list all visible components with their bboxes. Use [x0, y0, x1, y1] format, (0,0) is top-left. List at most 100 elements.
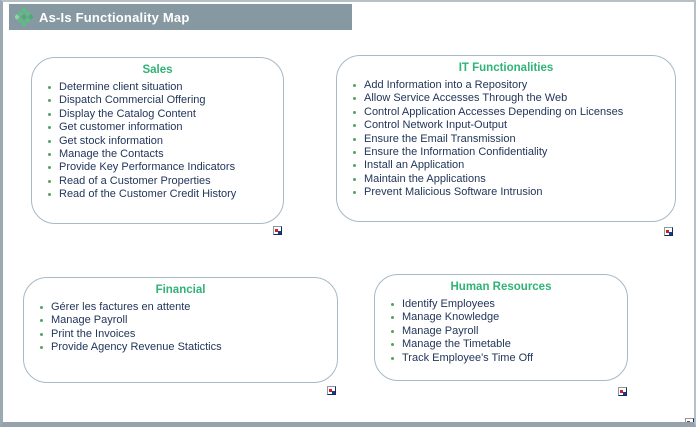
- item-label: Read of a Customer Properties: [59, 174, 211, 187]
- list-item[interactable]: Identify Employees: [389, 298, 617, 311]
- list-item[interactable]: Track Employee's Time Off: [389, 352, 617, 365]
- item-label: Manage Payroll: [51, 314, 128, 327]
- human-resources-box-title: Human Resources: [450, 281, 552, 293]
- item-label: Prevent Malicious Software Intrusion: [364, 186, 543, 199]
- bullet-icon: [353, 177, 356, 181]
- list-item[interactable]: Install an Application: [351, 159, 665, 172]
- bullet-icon: [48, 166, 51, 170]
- bullet-icon: [353, 84, 356, 87]
- item-label: Add Information into a Repository: [364, 79, 528, 91]
- list-item[interactable]: Ensure the Information Confidentiality: [351, 146, 665, 159]
- item-label: Get customer information: [59, 121, 183, 134]
- diagram-title: As-Is Functionality Map: [39, 9, 190, 25]
- human-resources-marker-icon[interactable]: [618, 387, 627, 396]
- bullet-icon: [48, 153, 51, 157]
- bullet-icon: [48, 112, 51, 116]
- item-label: Manage the Contacts: [59, 148, 164, 161]
- financial-box-title: Financial: [155, 284, 206, 296]
- list-item[interactable]: Manage Payroll: [389, 325, 617, 338]
- canvas-marker-icon[interactable]: [685, 418, 694, 422]
- list-item[interactable]: Manage the Contacts: [46, 148, 273, 161]
- item-label: Determine client situation: [59, 81, 183, 93]
- item-label: Control Application Accesses Depending o…: [364, 105, 624, 118]
- bullet-icon: [391, 356, 394, 360]
- list-item[interactable]: Allow Service Accesses Through the Web: [351, 92, 665, 105]
- item-label: Manage the Timetable: [402, 338, 511, 351]
- bullet-icon: [48, 86, 51, 89]
- bullet-icon: [48, 193, 51, 197]
- item-label: Provide Key Performance Indicators: [59, 161, 236, 174]
- item-label: Read of the Customer Credit History: [59, 188, 237, 201]
- item-label: Manage Knowledge: [402, 311, 500, 324]
- diagram-title-bar: As-Is Functionality Map: [9, 4, 352, 30]
- item-label: Manage Payroll: [402, 324, 479, 337]
- item-label: Maintain the Applications: [364, 172, 486, 185]
- item-label: Ensure the Email Transmission: [364, 132, 516, 145]
- list-item[interactable]: Determine client situation: [46, 81, 273, 94]
- financial-marker-icon[interactable]: [327, 386, 336, 395]
- list-item[interactable]: Read of the Customer Credit History: [46, 188, 273, 201]
- bullet-icon: [48, 179, 51, 183]
- item-label: Install an Application: [364, 159, 465, 172]
- list-item[interactable]: Dispatch Commercial Offering: [46, 94, 273, 107]
- list-item[interactable]: Ensure the Email Transmission: [351, 133, 665, 146]
- bullet-icon: [40, 332, 43, 336]
- item-label: Gérer les factures en attente: [51, 301, 191, 313]
- sales-marker-icon[interactable]: [273, 226, 282, 235]
- list-item[interactable]: Provide Agency Revenue Statictics: [38, 341, 327, 354]
- bullet-icon: [40, 319, 43, 323]
- bullet-icon: [353, 124, 356, 128]
- it-functionalities-box[interactable]: IT Functionalities Add Information into …: [336, 55, 676, 222]
- bullet-icon: [48, 139, 51, 143]
- item-label: Get stock information: [59, 134, 163, 147]
- list-item[interactable]: Read of a Customer Properties: [46, 175, 273, 188]
- bullet-icon: [391, 316, 394, 320]
- item-label: Print the Invoices: [51, 327, 136, 340]
- bullet-icon: [391, 343, 394, 347]
- bullet-icon: [48, 126, 51, 130]
- list-item[interactable]: Gérer les factures en attente: [38, 301, 327, 314]
- list-item[interactable]: Prevent Malicious Software Intrusion: [351, 186, 665, 199]
- item-label: Identify Employees: [402, 298, 495, 310]
- list-item[interactable]: Manage Knowledge: [389, 311, 617, 324]
- list-item[interactable]: Get customer information: [46, 121, 273, 134]
- bullet-icon: [353, 110, 356, 114]
- bullet-icon: [48, 99, 51, 103]
- bullet-icon: [391, 303, 394, 306]
- list-item[interactable]: Maintain the Applications: [351, 173, 665, 186]
- bullet-icon: [353, 151, 356, 155]
- item-label: Allow Service Accesses Through the Web: [364, 92, 568, 105]
- bullet-icon: [353, 164, 356, 168]
- bullet-icon: [353, 137, 356, 141]
- bullet-icon: [353, 97, 356, 101]
- list-item[interactable]: Display the Catalog Content: [46, 108, 273, 121]
- list-item[interactable]: Control Network Input-Output: [351, 119, 665, 132]
- item-label: Ensure the Information Confidentiality: [364, 146, 548, 159]
- sales-box-title: Sales: [142, 64, 173, 76]
- list-item[interactable]: Print the Invoices: [38, 328, 327, 341]
- bullet-icon: [391, 329, 394, 333]
- item-label: Control Network Input-Output: [364, 119, 508, 132]
- list-item[interactable]: Manage the Timetable: [389, 338, 617, 351]
- it-functionalities-marker-icon[interactable]: [664, 227, 673, 236]
- bullet-icon: [353, 191, 356, 195]
- item-label: Track Employee's Time Off: [402, 351, 534, 364]
- list-item[interactable]: Manage Payroll: [38, 314, 327, 327]
- item-label: Dispatch Commercial Offering: [59, 94, 206, 107]
- list-item[interactable]: Add Information into a Repository: [351, 79, 665, 92]
- list-item[interactable]: Provide Key Performance Indicators: [46, 161, 273, 174]
- bullet-icon: [40, 346, 43, 350]
- list-item[interactable]: Get stock information: [46, 135, 273, 148]
- list-item[interactable]: Control Application Accesses Depending o…: [351, 106, 665, 119]
- functionality-map-icon: [15, 8, 33, 26]
- item-label: Provide Agency Revenue Statictics: [51, 341, 222, 354]
- it-functionalities-box-title: IT Functionalities: [458, 62, 554, 74]
- bullet-icon: [40, 306, 43, 309]
